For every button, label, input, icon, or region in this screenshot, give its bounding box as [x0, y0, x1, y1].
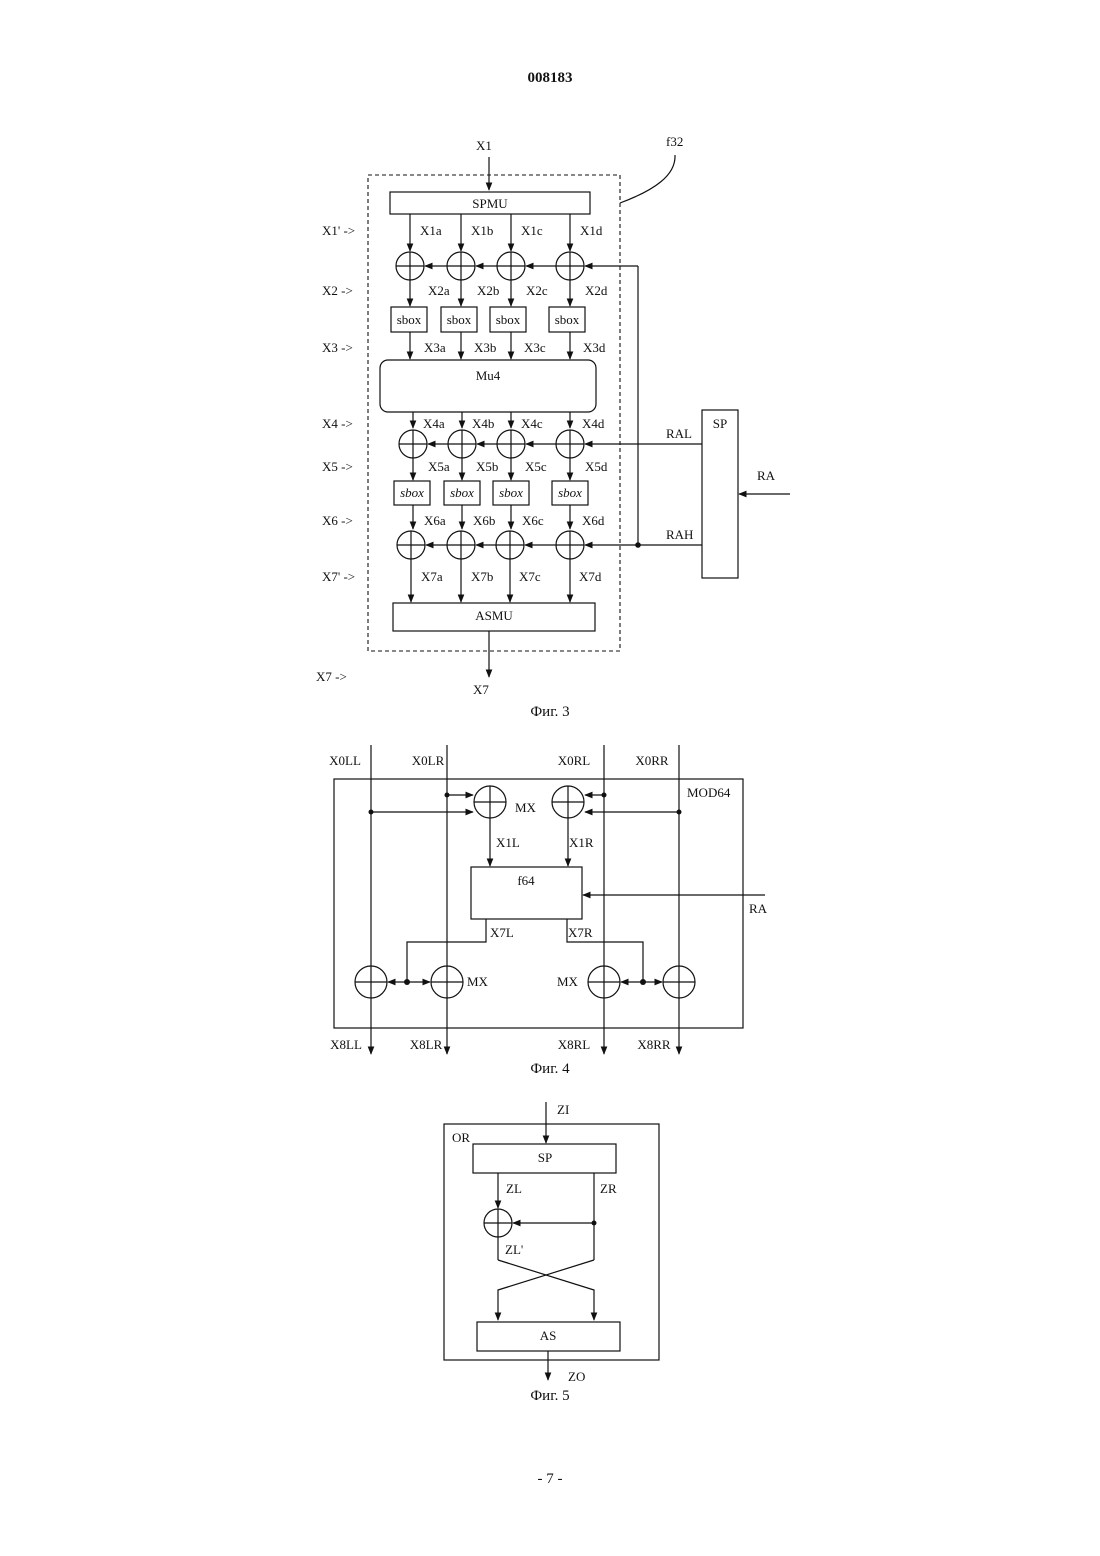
- signal-x6c: X6c: [522, 513, 544, 528]
- signal-x5a: X5a: [428, 459, 450, 474]
- sp-label: SP: [713, 416, 727, 431]
- zi-label: ZI: [557, 1102, 569, 1117]
- figure-5-caption: Фиг. 5: [530, 1388, 569, 1404]
- mod64-label: MOD64: [687, 785, 731, 800]
- signal-x3c: X3c: [524, 340, 546, 355]
- signal-x1d: X1d: [580, 223, 603, 238]
- signal-x1c: X1c: [521, 223, 543, 238]
- signal-x5b: X5b: [476, 459, 498, 474]
- signal-x3a: X3a: [424, 340, 446, 355]
- signal-x5d: X5d: [585, 459, 608, 474]
- junction-dot: [635, 542, 641, 548]
- ra-label: RA: [749, 901, 768, 916]
- x1r-label: X1R: [569, 835, 594, 850]
- signal-x3b: X3b: [474, 340, 496, 355]
- cross-wire-left-to-right: [498, 1260, 594, 1320]
- asmu-label: ASMU: [475, 608, 513, 623]
- xor-row-2: [399, 430, 702, 458]
- signal-x1a: X1a: [420, 223, 442, 238]
- sp-block: [702, 410, 738, 578]
- output-label-x8lr: X8LR: [410, 1037, 443, 1052]
- stage-label: X7' ->: [322, 569, 355, 584]
- stage-label: X3 ->: [322, 340, 353, 355]
- stage-label: X6 ->: [322, 513, 353, 528]
- signal-x7d: X7d: [579, 569, 602, 584]
- as-label: AS: [540, 1328, 557, 1343]
- output-label-x8ll: X8LL: [330, 1037, 362, 1052]
- zl-label: ZL: [506, 1181, 522, 1196]
- signal-x7b: X7b: [471, 569, 493, 584]
- zr-label: ZR: [600, 1181, 617, 1196]
- signal-x1b: X1b: [471, 223, 493, 238]
- figure-3-caption: Фиг. 3: [530, 704, 569, 720]
- mx-label: MX: [557, 974, 579, 989]
- mx-label: MX: [515, 800, 537, 815]
- signal-x6b: X6b: [473, 513, 495, 528]
- mx-label: MX: [467, 974, 489, 989]
- f32-leader-line: [620, 155, 675, 203]
- x7l-label: X7L: [490, 925, 514, 940]
- signal-x5c: X5c: [525, 459, 547, 474]
- stage-label: X1' ->: [322, 223, 355, 238]
- input-label-x0rr: X0RR: [635, 753, 669, 768]
- zl-prime-label: ZL': [505, 1242, 523, 1257]
- signal-x4d: X4d: [582, 416, 605, 431]
- mu4-label: Mu4: [476, 368, 501, 383]
- zo-label: ZO: [568, 1369, 585, 1384]
- stage-label: X5 ->: [322, 459, 353, 474]
- rah-label: RAH: [666, 527, 693, 542]
- stage-label: X2 ->: [322, 283, 353, 298]
- spmu-label: SPMU: [472, 196, 508, 211]
- signal-x2b: X2b: [477, 283, 499, 298]
- x1l-label: X1L: [496, 835, 520, 850]
- sbox-label: sbox: [496, 312, 521, 327]
- signal-x4c: X4c: [521, 416, 543, 431]
- x7r-label: X7R: [568, 925, 593, 940]
- fig3-input-label: X1: [476, 138, 492, 153]
- input-label-x0ll: X0LL: [329, 753, 361, 768]
- signal-x2d: X2d: [585, 283, 608, 298]
- signal-x7c: X7c: [519, 569, 541, 584]
- figure-4-caption: Фиг. 4: [530, 1061, 570, 1077]
- stage-label: X4 ->: [322, 416, 353, 431]
- figure-4: MOD64 X0LL X0LR X0RL X0RR MX X1L X1R f64…: [329, 745, 768, 1077]
- stage-label: X7 ->: [316, 669, 347, 684]
- signal-x6a: X6a: [424, 513, 446, 528]
- sbox-label: sbox: [397, 312, 422, 327]
- sp-label: SP: [538, 1150, 552, 1165]
- sbox-label: sbox: [450, 485, 474, 500]
- signal-x4a: X4a: [423, 416, 445, 431]
- input-label-x0rl: X0RL: [558, 753, 591, 768]
- signal-x2c: X2c: [526, 283, 548, 298]
- page-number: - 7 -: [538, 1471, 563, 1487]
- sbox-label: sbox: [447, 312, 472, 327]
- sbox-label: sbox: [558, 485, 582, 500]
- figure-3: X1 f32 SPMU X1' -> X2 -> X3 -> X4 -> X5 …: [316, 134, 790, 720]
- ral-label: RAL: [666, 426, 692, 441]
- signal-x4b: X4b: [472, 416, 494, 431]
- f64-label: f64: [517, 873, 535, 888]
- output-label-x8rl: X8RL: [558, 1037, 591, 1052]
- signal-x2a: X2a: [428, 283, 450, 298]
- signal-x6d: X6d: [582, 513, 605, 528]
- figure-5: OR ZI SP ZL ZR ZL' AS ZO Фиг. 5: [444, 1102, 659, 1404]
- input-label-x0lr: X0LR: [412, 753, 445, 768]
- xor-row-3: [397, 531, 702, 559]
- or-label: OR: [452, 1130, 470, 1145]
- document-number: 008183: [528, 70, 573, 86]
- ra-label: RA: [757, 468, 776, 483]
- xor-row-1: [396, 252, 638, 280]
- f32-label: f32: [666, 134, 683, 149]
- sbox-label: sbox: [400, 485, 424, 500]
- signal-x7a: X7a: [421, 569, 443, 584]
- sbox-label: sbox: [555, 312, 580, 327]
- signal-x3d: X3d: [583, 340, 606, 355]
- fig3-output-label: X7: [473, 682, 489, 697]
- cross-wire-right-to-left: [498, 1260, 594, 1320]
- output-label-x8rr: X8RR: [637, 1037, 671, 1052]
- sbox-label: sbox: [499, 485, 523, 500]
